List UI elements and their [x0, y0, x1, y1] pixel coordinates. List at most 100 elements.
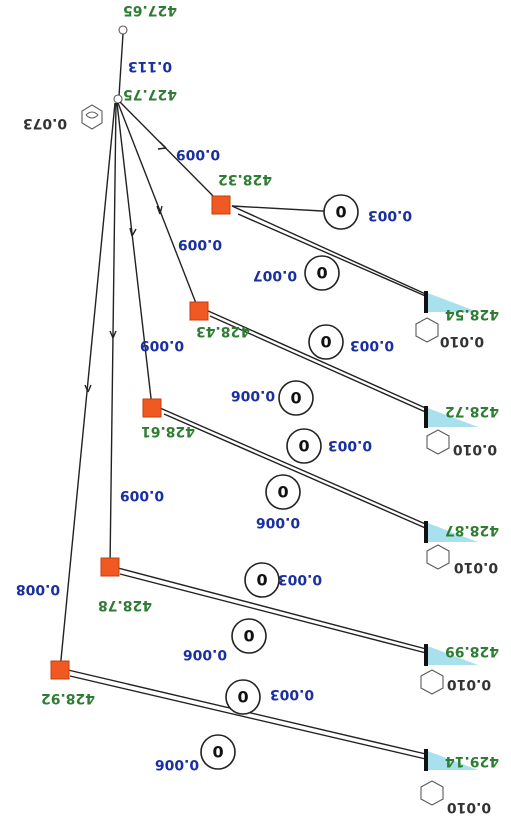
branch-5-lower-pipe	[69, 675, 431, 761]
branch-3-lower-valve[interactable]	[265, 474, 301, 510]
tank-5-body	[425, 750, 478, 770]
tank-5-value: 0.010	[447, 799, 492, 815]
node-3-elevation: 428.61	[141, 423, 195, 439]
tank-4-bar	[424, 644, 428, 666]
junction-demand-glyph	[85, 111, 99, 119]
outlet-node	[118, 25, 128, 35]
branch-2	[205, 309, 431, 415]
top-elevation-label: 427.65	[123, 2, 177, 18]
trunk-flow-4: 0.009	[120, 487, 164, 503]
tank-2-demand-icon	[426, 429, 450, 455]
junction-demand-icon	[81, 104, 103, 130]
tank-4-demand-icon	[420, 669, 444, 695]
node-428-61[interactable]	[142, 398, 162, 418]
branch-4-lower-valve-label: 0	[243, 626, 254, 645]
tank-3-demand-icon	[426, 544, 450, 570]
branch-5-upper-valve-label: 0	[237, 687, 248, 706]
branch-2-lower-valve-label: 0	[290, 388, 301, 407]
trunk-flow-5: 0.008	[16, 581, 60, 597]
top-flow-label: 0.113	[128, 58, 172, 74]
node-4-elevation: 428.78	[98, 597, 152, 613]
branch-3-upper-valve-label: 0	[298, 436, 309, 455]
branch-1-upper-valve[interactable]	[323, 194, 359, 230]
tank-2-elevation: 428.72	[445, 403, 499, 419]
branch-1	[231, 205, 431, 299]
branch-1-lower-pipe	[237, 213, 431, 299]
tank-4-value: 0.010	[447, 676, 492, 692]
tank-3-bar	[424, 521, 428, 543]
branch-3-upper-valve[interactable]	[286, 428, 322, 464]
outlet-pipe	[118, 33, 124, 97]
node-428-92[interactable]	[50, 660, 70, 680]
trunk-pipe-5	[59, 102, 116, 671]
branch-2-upper-flow: 0.003	[350, 337, 394, 353]
tank-4-body	[425, 645, 478, 665]
branch-3	[159, 407, 431, 531]
branch-1-lower-flow: 0.007	[253, 267, 297, 283]
branch-5-upper-valve[interactable]	[225, 679, 261, 715]
tank-1-value: 0.010	[440, 333, 485, 349]
node-1-elevation: 428.32	[218, 171, 272, 187]
branch-4-lower-flow: 0.006	[183, 646, 227, 662]
branch-4-upper-valve[interactable]	[244, 562, 280, 598]
branch-1-cross-pipe	[231, 205, 341, 213]
tank-3-value: 0.010	[454, 559, 499, 575]
tank-2-body	[425, 407, 478, 427]
branch-4-lower-pipe	[119, 573, 431, 655]
branch-5-lower-flow: 0.006	[155, 756, 199, 772]
trunk-arrow-4	[109, 330, 117, 339]
trunk-flow-2: 0.009	[178, 236, 222, 252]
tank-5-elevation: 429.14	[445, 753, 499, 769]
tank-5[interactable]	[424, 749, 478, 771]
tank-1[interactable]	[424, 291, 478, 313]
branch-4-lower-valve[interactable]	[231, 618, 267, 654]
tank-3[interactable]	[424, 521, 478, 543]
tank-3-elevation: 428.87	[445, 522, 499, 538]
branch-3-lower-pipe	[163, 413, 431, 531]
branch-1-lower-valve-label: 0	[316, 263, 327, 282]
node-428-32[interactable]	[211, 195, 231, 215]
branch-2-upper-pipe	[205, 309, 431, 411]
branch-1-upper-valve-label: 0	[335, 202, 346, 221]
junction-elevation-label: 427.75	[123, 86, 177, 102]
node-5-elevation: 428.92	[41, 690, 95, 706]
trunk-arrow-3	[129, 227, 137, 237]
branch-4-upper-flow: 0.003	[278, 571, 322, 587]
node-428-43[interactable]	[189, 301, 209, 321]
branch-5-lower-valve-label: 0	[212, 742, 223, 761]
junction-node	[113, 94, 123, 104]
branch-2-lower-flow: 0.006	[231, 387, 275, 403]
trunk-arrow-2	[156, 205, 163, 215]
tank-1-body	[425, 292, 478, 312]
trunk-pipe-3	[116, 102, 153, 408]
branch-4-upper-pipe	[117, 567, 431, 651]
branch-1-upper-pipe	[231, 205, 431, 297]
tank-1-demand-icon	[415, 317, 439, 343]
branch-4-upper-valve-label: 0	[256, 570, 267, 589]
tank-4-elevation: 428.99	[445, 643, 499, 659]
trunk-pipe-4	[109, 102, 117, 568]
branch-3-lower-flow: 0.006	[256, 514, 300, 530]
tank-2[interactable]	[424, 406, 478, 428]
tank-4[interactable]	[424, 644, 478, 666]
branch-2-lower-valve[interactable]	[278, 380, 314, 416]
trunk-flow-1: 0.009	[176, 146, 220, 162]
branch-3-upper-flow: 0.003	[328, 437, 372, 453]
junction-side-value: 0.073	[23, 115, 67, 131]
tank-2-bar	[424, 406, 428, 428]
tank-1-elevation: 428.54	[445, 306, 499, 322]
branch-2-upper-valve[interactable]	[308, 324, 344, 360]
trunk-arrow-1	[157, 141, 167, 150]
branch-1-upper-flow: 0.003	[368, 207, 412, 223]
branch-5-upper-flow: 0.003	[270, 686, 314, 702]
branch-5-lower-valve[interactable]	[200, 734, 236, 770]
tank-3-body	[425, 522, 478, 542]
branch-3-lower-valve-label: 0	[277, 482, 288, 501]
node-428-78[interactable]	[100, 557, 120, 577]
branch-2-lower-pipe	[209, 315, 431, 415]
branch-1-lower-valve[interactable]	[304, 255, 340, 291]
trunk-arrow-5	[84, 384, 92, 393]
trunk-pipe-2	[117, 102, 200, 312]
tank-5-demand-icon	[420, 780, 444, 806]
